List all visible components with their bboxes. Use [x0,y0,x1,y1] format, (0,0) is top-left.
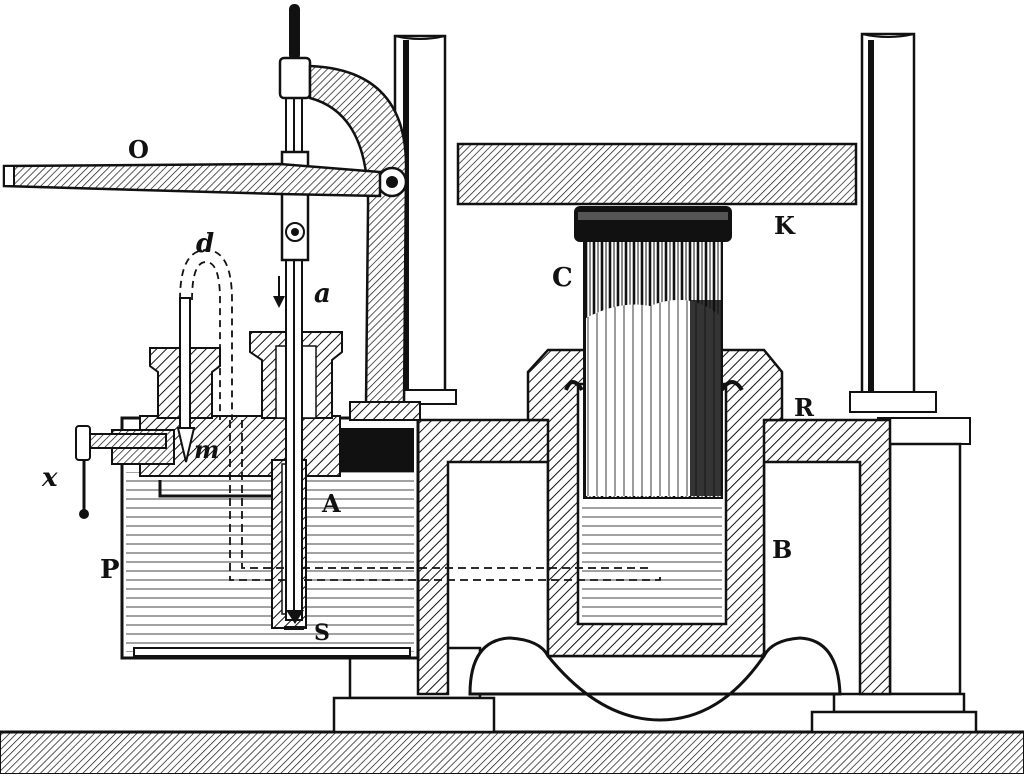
screw [75,425,167,519]
label-m: m [194,435,219,464]
label-C: C [552,263,573,293]
ram [574,206,732,499]
label-K: K [774,211,796,240]
label-x: x [41,463,58,493]
ground [0,730,1024,775]
label-O: O [128,135,149,164]
label-d: d [196,229,214,259]
direction-arrow [273,276,285,308]
label-P: P [100,555,120,585]
right-column [810,32,978,734]
lever-bracket [2,64,421,421]
label-a: a [314,279,331,309]
label-R: R [794,393,815,422]
label-B: B [772,535,792,564]
label-A: A [321,489,341,518]
plunger [278,4,312,630]
left-column [332,34,496,734]
platen [456,142,858,206]
label-S: S [314,620,330,646]
